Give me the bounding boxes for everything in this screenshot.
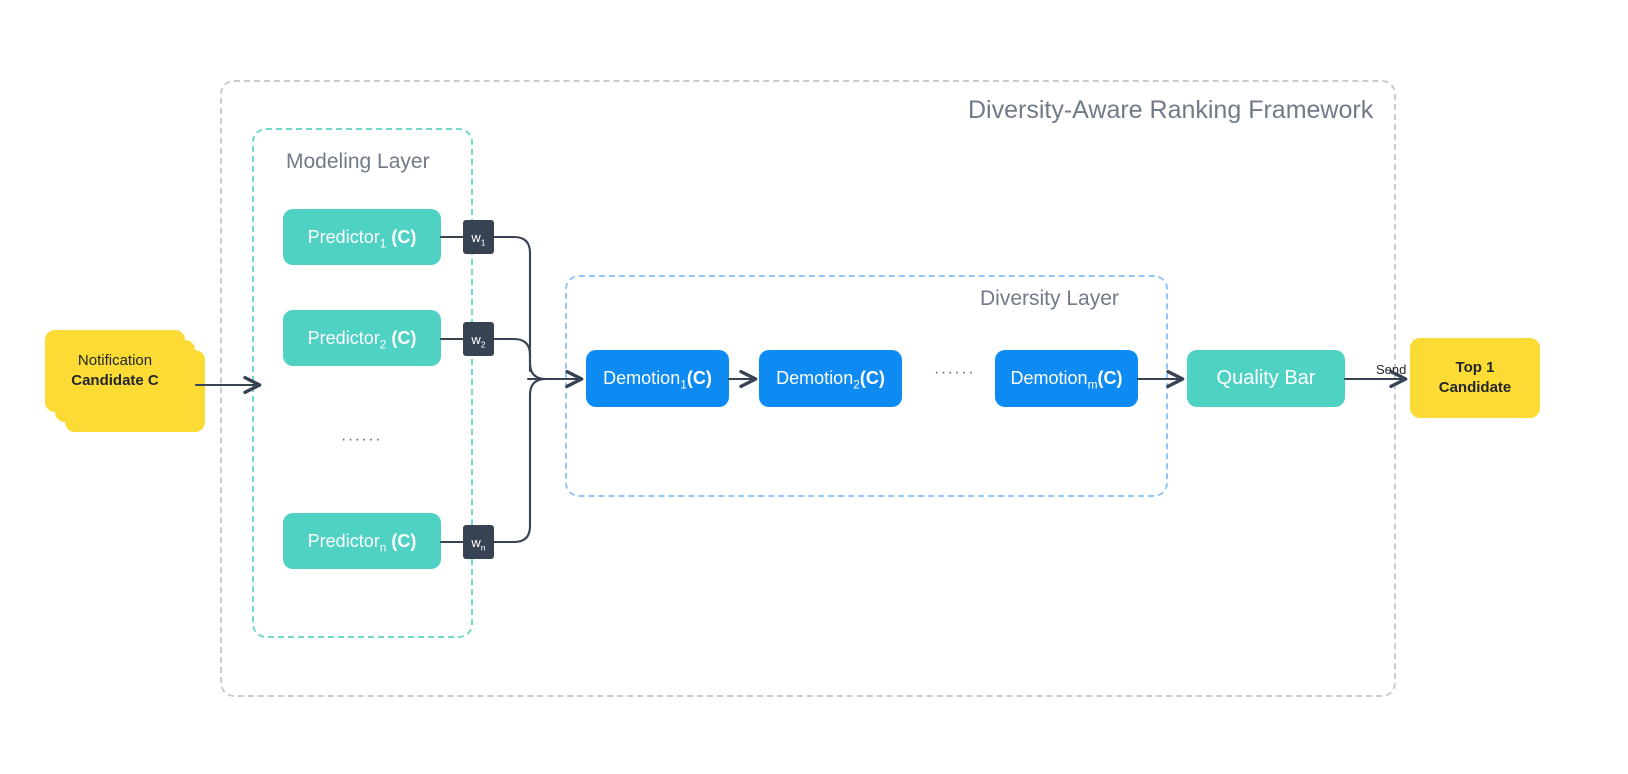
framework-title: Diversity-Aware Ranking Framework — [968, 96, 1374, 124]
notification-candidate-card-front[interactable]: Notification Candidate C — [45, 330, 185, 412]
predictor-1-node[interactable]: Predictor1 (C) — [283, 209, 441, 265]
demotion-m-label: Demotionm(C) — [1010, 368, 1123, 392]
top-1-candidate-line-1: Top 1 — [1455, 358, 1495, 376]
notification-candidate-line-2: Candidate C — [71, 372, 159, 389]
demotion-ellipsis: ······ — [934, 364, 975, 381]
top-1-candidate-line-2: Candidate — [1438, 379, 1512, 396]
weight-n-label: wn — [471, 534, 486, 553]
send-edge-label: Send — [1376, 362, 1407, 377]
predictor-n-node[interactable]: Predictorn (C) — [283, 513, 441, 569]
demotion-1-label: Demotion1(C) — [603, 368, 712, 392]
predictor-n-label: Predictorn (C) — [307, 530, 417, 555]
weight-2-label: w2 — [471, 331, 486, 350]
predictor-2-node[interactable]: Predictor2 (C) — [283, 310, 441, 366]
quality-bar-node[interactable]: Quality Bar — [1187, 350, 1345, 407]
demotion-2-label: Demotion2(C) — [776, 368, 885, 392]
demotion-2-node[interactable]: Demotion2(C) — [759, 350, 902, 407]
top-1-candidate-card[interactable]: Top 1 Candidate — [1410, 338, 1540, 418]
diversity-layer-title: Diversity Layer — [980, 287, 1119, 310]
weight-n-chip: wn — [463, 525, 494, 559]
predictor-ellipsis: ······ — [341, 431, 382, 448]
demotion-1-node[interactable]: Demotion1(C) — [586, 350, 729, 407]
diversity-aware-ranking-framework-frame — [220, 80, 1396, 697]
demotion-m-node[interactable]: Demotionm(C) — [995, 350, 1138, 407]
quality-bar-label: Quality Bar — [1216, 367, 1316, 389]
weight-1-label: w1 — [471, 229, 486, 248]
weight-1-chip: w1 — [463, 220, 494, 254]
weight-2-chip: w2 — [463, 322, 494, 356]
predictor-2-label: Predictor2 (C) — [307, 327, 417, 352]
notification-candidate-line-1: Notification — [77, 351, 153, 369]
modeling-layer-title: Modeling Layer — [286, 150, 430, 173]
notification-candidate-stack[interactable]: Notification Candidate C — [45, 330, 205, 432]
predictor-1-label: Predictor1 (C) — [307, 226, 417, 251]
